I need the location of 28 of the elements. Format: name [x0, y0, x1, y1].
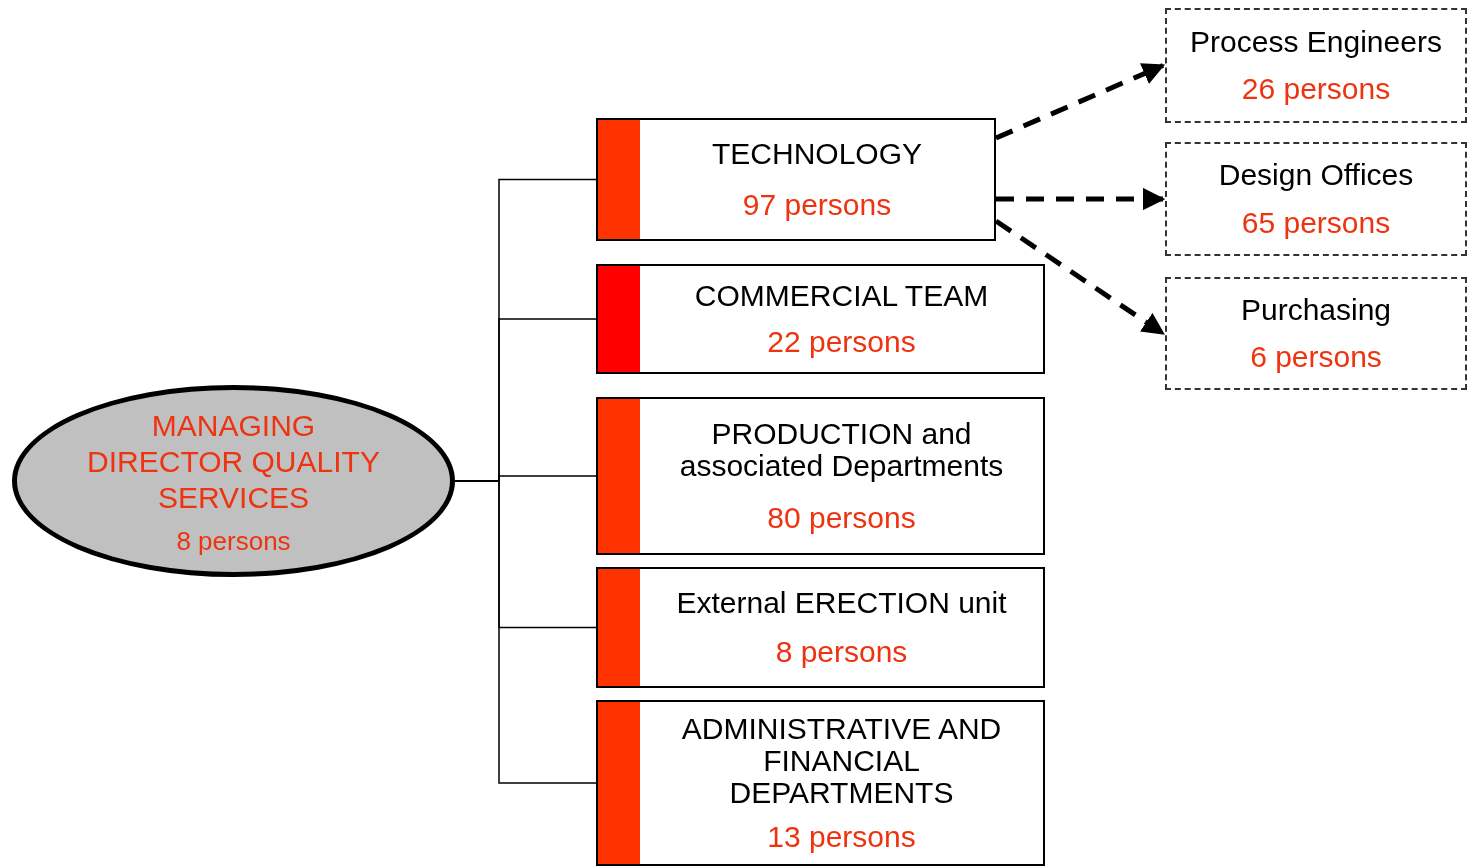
headcount-text: 13 persons	[767, 820, 916, 853]
director-title: MANAGING DIRECTOR QUALITY SERVICES	[86, 408, 381, 516]
headcount-text: 8 persons	[775, 636, 908, 669]
dashed-arrow	[996, 187, 1166, 211]
unit-name: TECHNOLOGY	[712, 138, 922, 171]
headcount-text: 8 persons	[176, 528, 291, 554]
department-box	[596, 118, 996, 241]
department-box	[596, 397, 1045, 555]
unit-name: External ERECTION unit	[676, 586, 1007, 619]
headcount-text: 80 persons	[767, 501, 916, 534]
unit-name: Design Offices	[1218, 159, 1414, 192]
headcount-text: 26 persons	[1241, 73, 1391, 106]
sub-unit-box	[1165, 142, 1467, 256]
unit-name: Process Engineers	[1190, 25, 1442, 58]
department-box	[596, 567, 1045, 688]
headcount-text: 65 persons	[1241, 206, 1391, 239]
unit-name: PRODUCTION and associated Departments	[678, 418, 1005, 483]
department-box	[596, 264, 1045, 374]
unit-name: ADMINISTRATIVE AND FINANCIAL DEPARTMENTS	[680, 713, 1003, 810]
headcount-text: 97 persons	[742, 188, 892, 221]
sub-unit-box	[1165, 277, 1467, 390]
sub-unit-box	[1165, 8, 1467, 123]
headcount-text: 6 persons	[1250, 341, 1382, 373]
unit-name: Purchasing	[1240, 294, 1392, 326]
department-box	[596, 700, 1045, 866]
unit-name: COMMERCIAL TEAM	[694, 280, 989, 312]
dashed-arrow	[995, 63, 1166, 141]
headcount-text: 22 persons	[767, 326, 916, 358]
